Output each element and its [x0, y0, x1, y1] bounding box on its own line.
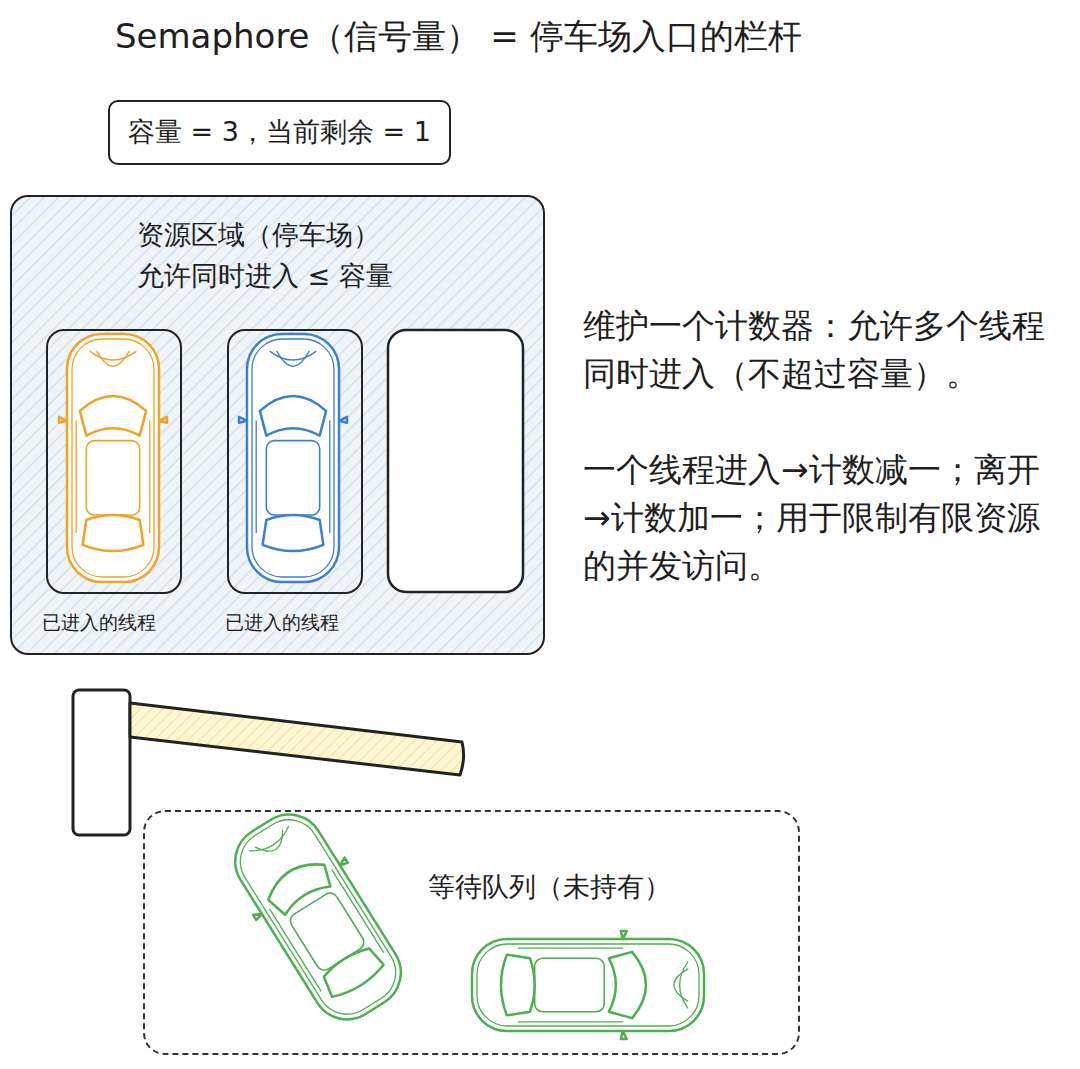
barrier-arm	[130, 703, 464, 775]
title: Semaphore（信号量） = 停车场入口的栏杆	[115, 14, 802, 60]
waiting-queue: 等待队列（未持有）	[143, 810, 800, 1055]
description: 维护一个计数器：允许多个线程同时进入（不超过容量）。	[583, 302, 1063, 398]
empty-slot	[388, 330, 523, 592]
counter-box: 容量 = 3，当前剩余 = 1	[108, 100, 451, 165]
parking-slot: 已进入的线程	[46, 329, 182, 594]
resource-region: 资源区域（停车场）允许同时进入 ≤ 容量已进入的线程已进入的线程	[10, 195, 545, 655]
node-text: 已进入的线程	[225, 608, 339, 637]
car	[239, 334, 347, 582]
parking-slot: 已进入的线程	[227, 329, 363, 594]
region-fill	[11, 196, 544, 654]
node-text: 允许同时进入 ≤ 容量	[137, 256, 543, 297]
node-text: 资源区域（停车场）	[137, 215, 543, 256]
node-text: 等待队列（未持有）	[428, 867, 671, 908]
car	[59, 334, 167, 582]
car	[472, 931, 704, 1039]
cars	[59, 334, 704, 1039]
barrier-post	[73, 690, 130, 835]
description: 一个线程进入→计数减一；离开→计数加一；用于限制有限资源的并发访问。	[583, 446, 1063, 590]
car	[215, 797, 421, 1037]
node-text: 已进入的线程	[42, 608, 156, 637]
node-text: 容量 = 3，当前剩余 = 1	[128, 112, 431, 153]
